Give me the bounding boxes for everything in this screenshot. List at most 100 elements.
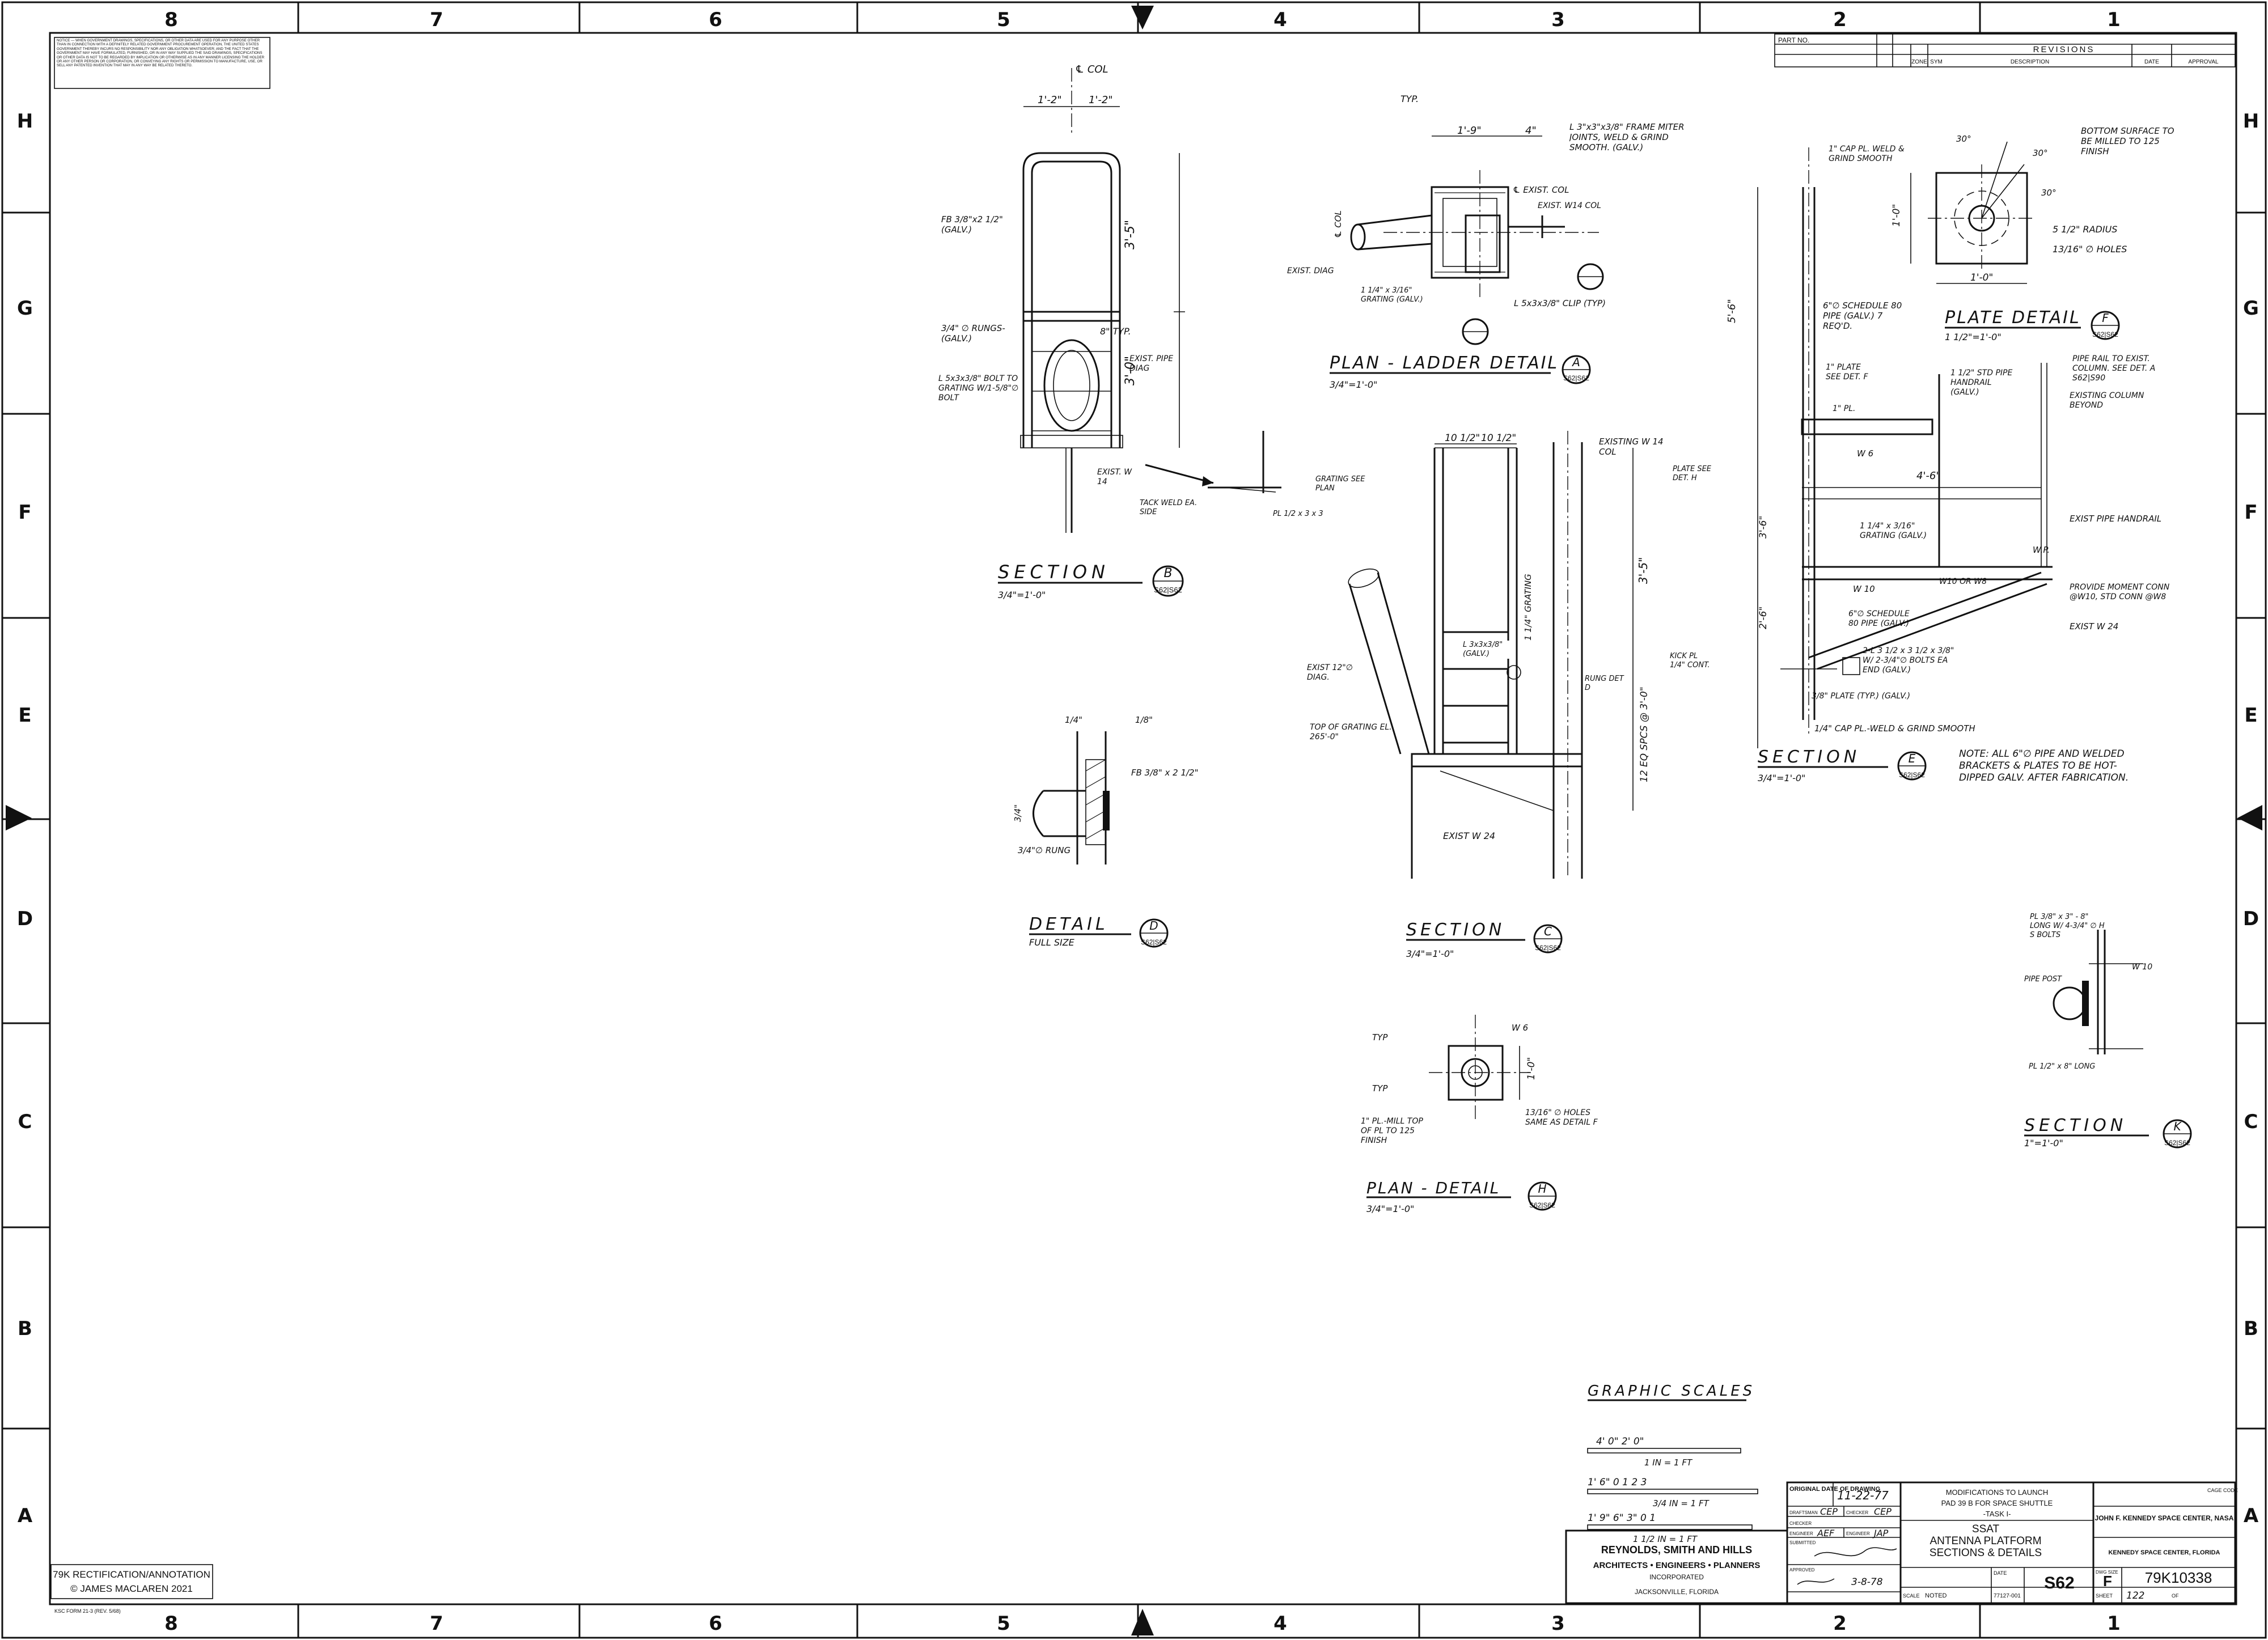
graphic-scale-0-ticks: 4' 0" 2' 0" — [1596, 1436, 1644, 1447]
sheet-title-3: SECTIONS & DETAILS — [1930, 1547, 2042, 1559]
plate-detail-scale: 1 1/2"=1'-0" — [1945, 332, 2002, 342]
firm-name: REYNOLDS, SMITH AND HILLS — [1601, 1544, 1752, 1556]
section-c-label-10: EXIST W 24 — [1443, 830, 1495, 841]
zone-row-f-right: F — [2244, 501, 2257, 524]
firm-block: REYNOLDS, SMITH AND HILLS ARCHITECTS • E… — [1565, 1529, 1788, 1604]
section-k-label-2: PIPE POST — [2024, 975, 2062, 984]
plan-detail-h-view: TYP W 6 TYP 1'-0" 1" PL.-MILL TOP OF PL … — [1361, 1015, 1598, 1214]
section-c-label-8: TOP OF GRATING EL. 265'-0" — [1310, 723, 1392, 741]
firm-city: JACKSONVILLE, FLORIDA — [1635, 1588, 1719, 1596]
section-e-view: 5'-6" 1" CAP PL. WELD & GRIND SMOOTH 6"∅… — [1670, 145, 2169, 783]
revisions-col-approval: APPROVAL — [2188, 59, 2219, 65]
section-b-label-7: 3/4" ∅ RUNGS- (GALV.) — [941, 323, 1005, 344]
agency-line-2: KENNEDY SPACE CENTER, FLORIDA — [2108, 1549, 2220, 1556]
zone-col-6-top: 6 — [709, 9, 722, 31]
graphic-scale-1-label: 3/4 IN = 1 FT — [1653, 1498, 1710, 1508]
section-k-scale: 1"=1'-0" — [2024, 1138, 2063, 1149]
zone-col-1-top: 1 — [2107, 9, 2121, 31]
zone-row-a-right: A — [2244, 1505, 2259, 1527]
section-e-label-24: 3'-6" — [1758, 516, 1769, 539]
zone-row-h-right: H — [2243, 110, 2259, 133]
checker-label: CHECKER — [1789, 1521, 1812, 1526]
section-e-letter: E — [1909, 752, 1916, 765]
detail-d-label-3: 3/4" — [1013, 804, 1023, 822]
section-e-label-11: 1 1/4" x 3/16" GRATING (GALV.) — [1860, 522, 1927, 540]
plan-ladder-label-5: EXIST. DIAG — [1287, 266, 1334, 276]
section-e-sheet-ref: S62|S62 — [1899, 771, 1925, 779]
scale-label: SCALE — [1903, 1593, 1920, 1599]
zone-col-6-bottom: 6 — [709, 1612, 722, 1635]
original-date-label: ORIGINAL DATE OF DRAWING — [1789, 1486, 1880, 1493]
project-line-1: MODIFICATIONS TO LAUNCH — [1946, 1488, 2049, 1497]
plan-ladder-title: PLAN - LADDER DETAIL — [1330, 353, 1559, 373]
plate-detail-label-2: 30° — [2033, 148, 2048, 158]
zone-col-7-top: 7 — [430, 9, 443, 31]
section-c-scale: 3/4"=1'-0" — [1406, 948, 1454, 959]
agency-line-1: JOHN F. KENNEDY SPACE CENTER, NASA — [2095, 1514, 2234, 1522]
section-b-label-1: 1'-2" — [1038, 94, 1062, 106]
revisions-title: REVISIONS — [2033, 45, 2095, 54]
dwg-size: F — [2103, 1573, 2112, 1590]
section-b-label-13: PL 1/2 x 3 x 3 — [1273, 510, 1323, 518]
revisions-col-date: DATE — [2144, 59, 2159, 65]
section-b-label-5: 8" TYP. — [1100, 326, 1131, 337]
section-k-sheet-ref: S62|S62 — [2164, 1139, 2190, 1147]
zone-col-8-top: 8 — [164, 9, 178, 31]
section-k-letter: K — [2173, 1120, 2182, 1133]
zone-row-h-left: H — [17, 110, 33, 133]
section-b-label-8: L 5x3x3/8" BOLT TO GRATING W/1-5/8"∅ BOL… — [938, 374, 1019, 402]
plate-detail-label-0: BOTTOM SURFACE TO BE MILLED TO 125 FINIS… — [2081, 126, 2174, 156]
plan-detail-h-label-1: W 6 — [1512, 1023, 1528, 1033]
zone-row-d-left: D — [17, 908, 33, 930]
section-b-scale: 3/4"=1'-0" — [998, 590, 1046, 600]
engineer-label-2: ENGINEER — [1846, 1531, 1870, 1536]
checker: CEP — [1874, 1506, 1892, 1517]
revisions-col-description: DESCRIPTION — [2011, 59, 2049, 65]
drawing-number: 79K10338 — [2145, 1569, 2212, 1586]
sheet-label: SHEET — [2096, 1593, 2113, 1599]
section-e-label-20: KICK PL 1/4" CONT. — [1670, 652, 1710, 669]
plan-ladder-label-8: 1'-9" — [1457, 125, 1482, 137]
plan-ladder-label-7: L 5x3x3/8" CLIP (TYP) — [1514, 298, 1606, 308]
plan-ladder-label-4: ℄ COL — [1333, 210, 1343, 238]
job-number: 77127-001 — [1994, 1593, 2021, 1599]
zone-col-8-bottom: 8 — [164, 1612, 178, 1635]
zone-row-d-right: D — [2243, 908, 2259, 930]
zone-labels: 8 7 6 5 4 3 2 1 8 7 6 5 4 3 2 1 H G F E … — [17, 9, 2259, 1635]
zone-row-b-right: B — [2244, 1317, 2258, 1340]
section-c-view: 10 1/2" 10 1/2" EXISTING W 14 COL 1 1/4"… — [1307, 431, 1664, 959]
section-b-label-3: 3'-5" — [1123, 220, 1137, 249]
checker-label-top: CHECKER — [1846, 1510, 1868, 1515]
zone-row-c-left: C — [18, 1111, 32, 1133]
section-c-label-2: EXISTING W 14 COL — [1599, 437, 1664, 457]
scale-value: NOTED — [1925, 1592, 1947, 1599]
revisions-part-no: PART NO. — [1778, 36, 1809, 44]
sheet-title-1: SSAT — [1972, 1523, 2000, 1535]
graphic-scales: GRAPHIC SCALES 4' 0" 2' 0" 1 IN = 1 FT 1… — [1587, 1383, 1758, 1544]
section-e-label-3: 1" PLATE SEE DET. F — [1826, 363, 1868, 382]
section-b-label-6: FB 3/8"x2 1/2" (GALV.) — [941, 214, 1003, 235]
title-block: ORIGINAL DATE OF DRAWING 11-22-77 DRAFTS… — [1786, 1481, 2238, 1604]
zone-col-5-top: 5 — [997, 9, 1010, 31]
plan-ladder-label-1: L 3"x3"x3/8" FRAME MITER JOINTS, WELD & … — [1569, 122, 1685, 152]
section-e-label-19: 2-L 3 1/2 x 3 1/2 x 3/8" W/ 2-3/4"∅ BOLT… — [1863, 646, 1954, 675]
annotation-stamp: 79K RECTIFICATION/ANNOTATION © JAMES MAC… — [50, 1564, 213, 1599]
plan-ladder-label-2: ℄ EXIST. COL — [1513, 185, 1569, 195]
zone-col-5-bottom: 5 — [997, 1612, 1010, 1635]
zone-row-c-right: C — [2244, 1111, 2258, 1133]
zone-row-f-left: F — [18, 501, 31, 524]
section-b-label-9: EXIST. PIPE DIAG — [1129, 354, 1174, 373]
approved-label: APPROVED — [1789, 1567, 1815, 1573]
engineer: AEF — [1817, 1528, 1835, 1539]
plan-detail-h-label-2: TYP — [1372, 1083, 1388, 1094]
plan-detail-h-letter: H — [1538, 1182, 1546, 1196]
section-c-sheet-ref: S62|S62 — [1535, 944, 1561, 952]
section-c-label-9: 12 EQ SPCS @ 3'-0" — [1639, 686, 1650, 782]
detail-d-label-1: 1/8" — [1135, 715, 1153, 725]
zone-col-1-bottom: 1 — [2107, 1612, 2121, 1635]
section-c-label-1: 10 1/2" — [1481, 433, 1516, 444]
approved-signature — [1797, 1578, 1835, 1585]
section-c-label-5: L 3x3x3/8" (GALV.) — [1463, 641, 1514, 659]
draftsman-label: DRAFTSMAN — [1789, 1510, 1818, 1515]
